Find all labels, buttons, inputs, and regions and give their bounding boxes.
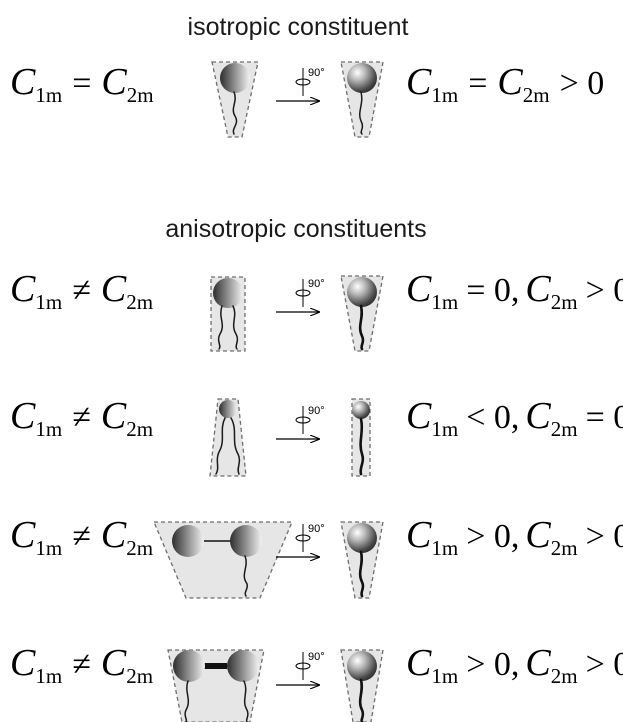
rotation-arrow: 90°: [276, 651, 325, 685]
lhs-equation: C1m≠C2m: [10, 514, 153, 560]
row-anisotropic-1: C1m≠C2m 90° C1m= 0,C2m> 0: [10, 268, 623, 352]
rhs-equation: C1m> 0,C2m> 0: [406, 514, 623, 560]
molecule-cylinder-front: [351, 398, 371, 477]
rotation-arrow: 90°: [276, 67, 325, 101]
molecule-cylinder-side: [210, 276, 246, 352]
molecule-cone-front: [340, 649, 384, 722]
row-anisotropic-3: C1m≠C2m 90° C1m> 0,C2m> 0: [10, 514, 623, 599]
molecule-cone-front: [340, 275, 384, 352]
lhs-equation: C1m≠C2m: [10, 642, 153, 688]
svg-text:90°: 90°: [308, 278, 325, 290]
svg-text:90°: 90°: [308, 67, 325, 79]
molecule-linked-double-head-side: [167, 649, 265, 722]
rhs-equation: C1m< 0,C2m= 0: [406, 395, 623, 441]
rhs-equation: C1m= 0,C2m> 0: [406, 268, 623, 314]
row-anisotropic-4: C1m≠C2m 90° C1m> 0,C2m> 0: [10, 642, 623, 722]
rotation-arrow: 90°: [276, 278, 325, 312]
molecule-cone-front: [340, 521, 384, 599]
rotation-arrow: 90°: [276, 523, 325, 557]
lhs-equation: C1m≠C2m: [10, 395, 153, 441]
molecule-double-head-side: [153, 521, 293, 599]
rotation-arrow: 90°: [276, 405, 325, 439]
molecule-inverted-cone-side: [209, 398, 247, 477]
svg-text:90°: 90°: [308, 651, 325, 663]
row-anisotropic-2: C1m≠C2m 90° C1m< 0,C2m= 0: [10, 395, 623, 477]
lhs-equation: C1m≠C2m: [10, 268, 153, 314]
rhs-equation: C1m> 0,C2m> 0: [406, 642, 623, 688]
molecule-cone-front: [340, 61, 384, 138]
svg-text:90°: 90°: [308, 405, 325, 417]
svg-text:90°: 90°: [308, 523, 325, 535]
isotropic-heading: isotropic constituent: [188, 13, 409, 41]
lhs-equation: C1m=C2m: [10, 61, 154, 107]
rhs-equation: C1m=C2m> 0: [406, 61, 604, 107]
row-isotropic: C1m=C2m 90° C1m=C2m> 0: [10, 61, 604, 138]
anisotropic-heading: anisotropic constituents: [165, 215, 426, 243]
molecule-cone-side: [211, 61, 259, 138]
